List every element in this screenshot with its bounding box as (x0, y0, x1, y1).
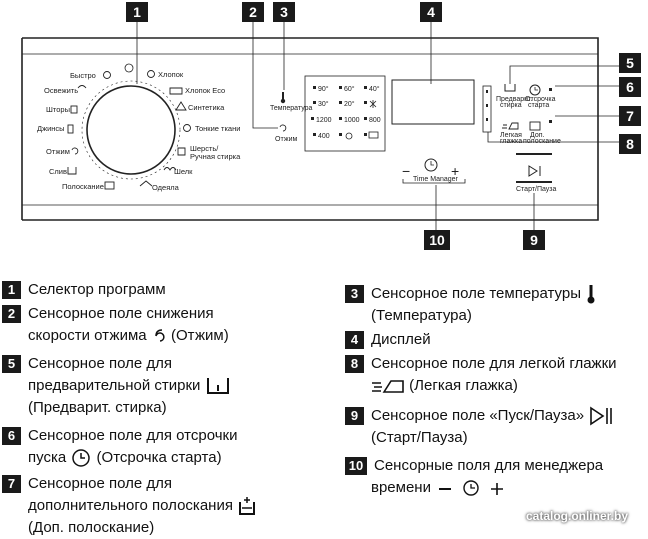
program-odeyala: Одеяла (152, 183, 180, 192)
dial-off-indicator (124, 63, 134, 73)
thermometer-icon (587, 285, 595, 304)
callout-10: 10 (424, 230, 450, 250)
easy-iron-icon[interactable] (502, 122, 519, 130)
time-plus-button[interactable]: + (451, 163, 459, 179)
control-panel-svg: Быстро Освежить Шторы Джинсы Отжим Слив … (21, 22, 622, 230)
panel-outline (22, 37, 599, 221)
time-minus-button[interactable]: − (402, 163, 410, 179)
program-tonkie: Тонкие ткани (195, 124, 240, 133)
cotton-icon (147, 70, 155, 78)
start-pause-label: Старт/Пауза (516, 186, 557, 193)
delay-label-1: Отсрочка (525, 96, 556, 103)
temp-90: 90° (318, 85, 329, 93)
temp-field-label: Температура (270, 105, 313, 112)
eco-icon (169, 87, 183, 95)
delay-label-2: старта (528, 102, 549, 109)
indicator-grid (304, 75, 386, 152)
spin-icon (71, 147, 79, 155)
extra-rinse-icon (239, 497, 256, 516)
rinse-label-2: полоскание (523, 138, 561, 145)
extra-rinse-icon[interactable] (529, 121, 541, 131)
control-panel-diagram: Быстро Освежить Шторы Джинсы Отжим Слив … (0, 0, 648, 250)
program-ruchnaya: Ручная стирка (190, 152, 241, 161)
watermark: catalog.onliner.by (525, 509, 628, 523)
spin-icon (155, 329, 165, 342)
callout-1: 1 (126, 2, 148, 22)
spin-1200: 1200 (316, 117, 332, 124)
rinse-hold-icon (368, 131, 379, 139)
temp-40: 40° (369, 85, 380, 93)
curtain-icon (70, 105, 78, 114)
clock-icon (103, 71, 111, 79)
program-shelk: Шелк (174, 167, 193, 176)
temp-30: 30° (318, 100, 329, 108)
callout-6: 6 (619, 77, 641, 97)
callout-5: 5 (619, 53, 641, 73)
program-shtory: Шторы (46, 105, 70, 114)
spin-touch-icon (279, 124, 287, 132)
prewash-icon[interactable] (504, 84, 516, 92)
silk-icon (163, 167, 177, 171)
jeans-icon (67, 124, 74, 134)
synthetic-icon (175, 101, 187, 111)
no-spin-icon (345, 132, 353, 140)
refresh-icon (77, 85, 87, 89)
callout-2: 2 (242, 2, 264, 22)
display (391, 79, 475, 125)
easy-label-2: глажка (500, 138, 522, 145)
program-selector-knob[interactable] (86, 85, 176, 175)
callout-7: 7 (619, 106, 641, 126)
callout-4: 4 (420, 2, 442, 22)
duvet-icon (139, 180, 153, 187)
program-osvezhit: Освежить (44, 86, 78, 95)
spin-800: 800 (369, 117, 381, 124)
delay-start-icon (72, 449, 91, 467)
temp-20: 20° (344, 100, 355, 108)
spin-400: 400 (318, 133, 330, 140)
spin-field-label: Отжим (275, 136, 297, 143)
program-poloskanie: Полоскание (62, 182, 104, 191)
prewash-label-1: Предварит. (496, 96, 533, 103)
rinse-label-1: Доп. (530, 132, 545, 139)
cold-icon (369, 100, 377, 108)
callout-3: 3 (273, 2, 295, 22)
time-manager-icon[interactable] (424, 158, 438, 172)
callout-9: 9 (523, 230, 545, 250)
time-manager-icons (439, 480, 504, 496)
program-hlopok: Хлопок (158, 70, 184, 79)
prewash-label-2: стирка (500, 102, 522, 109)
start-pause-icon[interactable] (528, 165, 541, 177)
program-sliv: Слив (49, 167, 67, 176)
program-otzhim: Отжим (46, 147, 70, 156)
delay-start-icon[interactable] (529, 84, 541, 96)
drain-icon (67, 167, 77, 175)
time-manager-label: Time Manager (413, 176, 459, 183)
program-sherst: Шерсть/ (190, 144, 219, 153)
temp-60: 60° (344, 85, 355, 93)
prewash-icon (206, 378, 229, 395)
program-hlopok-eco: Хлопок Eco (185, 86, 225, 95)
start-pause-icon (590, 406, 613, 426)
program-dzhinsy: Джинсы (37, 124, 65, 133)
easy-label-1: Легкая (500, 132, 522, 139)
program-bystro: Быстро (70, 71, 96, 80)
easy-iron-icon (372, 380, 404, 393)
callout-8: 8 (619, 134, 641, 154)
delicates-icon (183, 124, 191, 132)
spin-1000: 1000 (344, 117, 360, 124)
leader-lines (136, 22, 622, 230)
rinse-icon (104, 181, 115, 190)
wool-icon (177, 147, 186, 156)
program-sintetika: Синтетика (188, 103, 225, 112)
